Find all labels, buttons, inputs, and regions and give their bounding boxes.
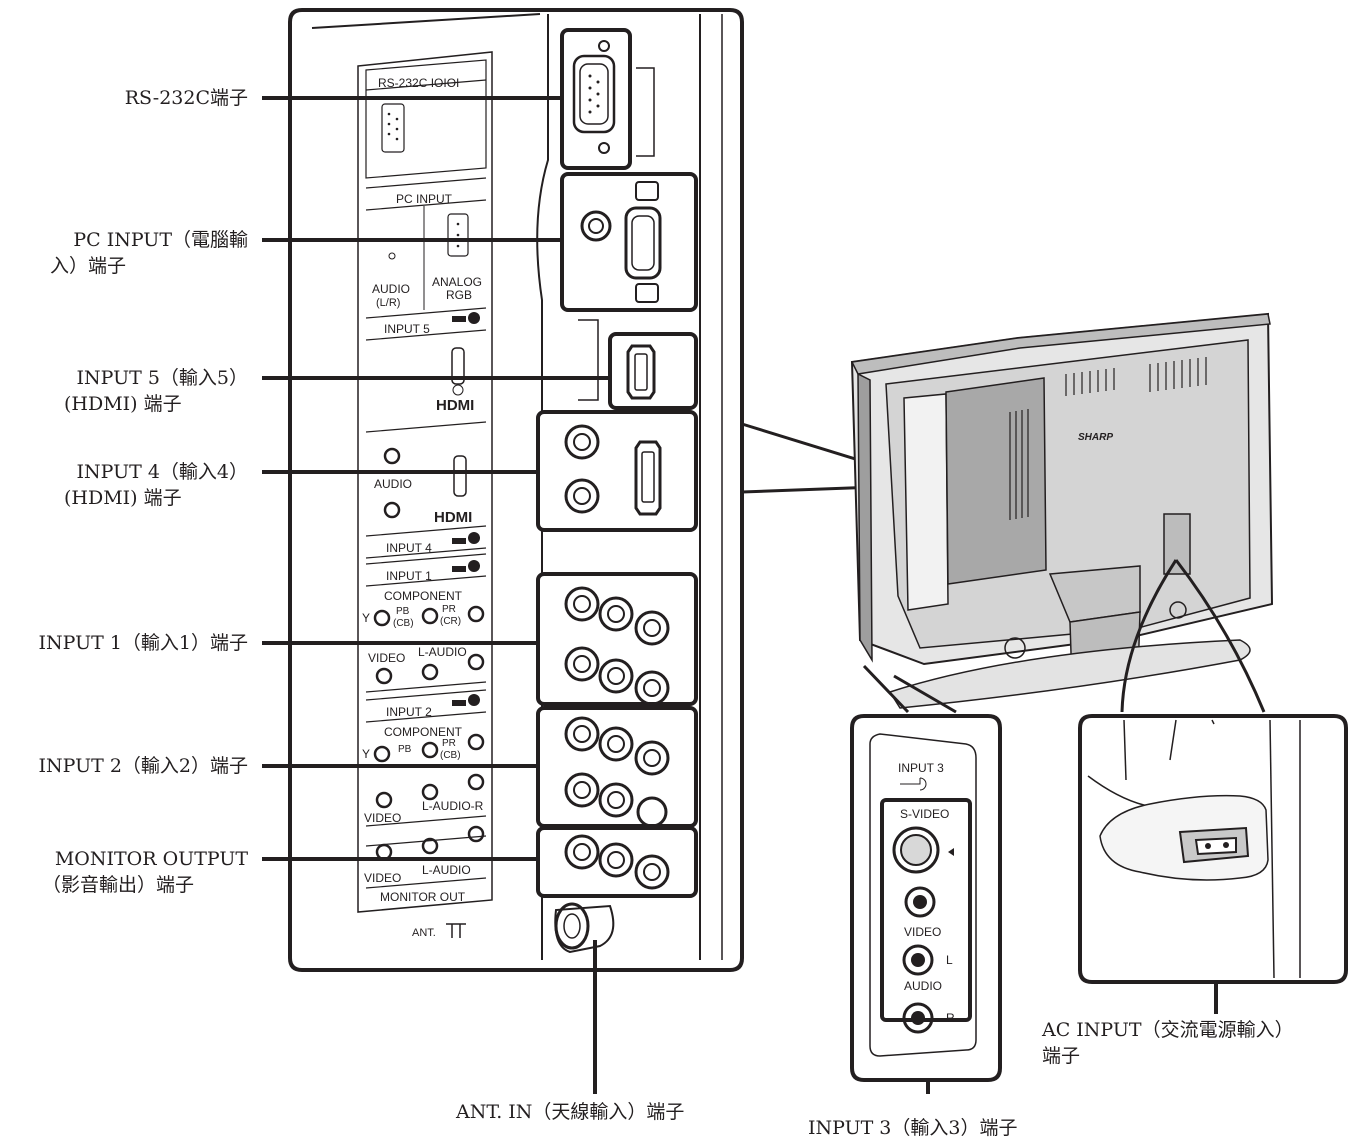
hdmi-logo-4: HDMI bbox=[434, 509, 472, 526]
rs232c-port bbox=[562, 30, 630, 168]
tv-rear-illustration: SHARP bbox=[742, 314, 1272, 708]
l-audio-1-label: L-AUDIO bbox=[418, 645, 467, 659]
monitor-out-panel-label: MONITOR OUT bbox=[380, 890, 466, 904]
component-2-label: COMPONENT bbox=[384, 725, 463, 739]
video-input3-label: VIDEO bbox=[904, 925, 941, 939]
monitor-output-callout-line1: MONITOR OUTPUT bbox=[55, 847, 248, 871]
video-2-label: VIDEO bbox=[364, 811, 401, 825]
rgb-panel-label: RGB bbox=[446, 288, 472, 302]
input3-panel-label: INPUT 3 bbox=[898, 761, 944, 775]
l-input3-label: L bbox=[946, 953, 953, 967]
ac-input-callout-line2: 端子 bbox=[1042, 1044, 1080, 1068]
r-input3-label: R bbox=[946, 1011, 955, 1025]
rear-terminal-panel-zoom: RS-232C IOIOI PC INPUT AUDIO (L/R) ANALO… bbox=[290, 10, 742, 970]
audio-lr-panel-label: (L/R) bbox=[376, 297, 400, 309]
input2-rca-jacks bbox=[538, 708, 696, 826]
analog-panel-label: ANALOG bbox=[432, 275, 482, 289]
y-label-1: Y bbox=[362, 611, 370, 625]
pc-input-port bbox=[562, 174, 696, 310]
ant-in-callout: ANT. IN（天線輸入）端子 bbox=[456, 1100, 684, 1124]
component-1-label: COMPONENT bbox=[384, 589, 463, 603]
ac-input-callout-line1: AC INPUT（交流電源輸入） bbox=[1042, 1018, 1294, 1042]
input5-panel-label: INPUT 5 bbox=[384, 322, 430, 336]
pc-input-callout-line1: PC INPUT（電腦輸 bbox=[73, 228, 248, 252]
input4-ports bbox=[538, 412, 696, 530]
l-audio-r-2-label: L-AUDIO-R bbox=[422, 799, 484, 813]
svideo-panel-label: S-VIDEO bbox=[900, 807, 949, 821]
rs232c-panel-label: RS-232C IOIOI bbox=[378, 76, 459, 90]
cb-label-1: (CB) bbox=[393, 618, 414, 629]
monitor-output-callout-line2: （影音輸出）端子 bbox=[42, 873, 194, 897]
video-1-label: VIDEO bbox=[368, 651, 405, 665]
cb-label-2: (CB) bbox=[440, 750, 461, 761]
pr-label-2: PR bbox=[442, 738, 456, 749]
audio-4-panel-label: AUDIO bbox=[374, 477, 412, 491]
input3-callout: INPUT 3（輸入3）端子 bbox=[808, 1116, 1017, 1140]
hdmi-logo-5: HDMI bbox=[436, 397, 474, 414]
audio-panel-label: AUDIO bbox=[372, 282, 410, 296]
input1-callout: INPUT 1（輸入1）端子 bbox=[39, 631, 248, 655]
input4-callout-line2: (HDMI) 端子 bbox=[64, 486, 182, 510]
input1-rca-jacks bbox=[538, 574, 696, 704]
sharp-logo: SHARP bbox=[1078, 432, 1113, 443]
input5-callout-line1: INPUT 5（輸入5） bbox=[77, 366, 248, 390]
hdmi-input5-port bbox=[610, 334, 696, 408]
pb-label-1: PB bbox=[396, 606, 410, 617]
input2-callout: INPUT 2（輸入2）端子 bbox=[39, 754, 248, 778]
input5-callout-line2: (HDMI) 端子 bbox=[64, 392, 182, 416]
video-3-label: VIDEO bbox=[364, 871, 401, 885]
cr-label-1: (CR) bbox=[440, 616, 461, 627]
pb-label-2: PB bbox=[398, 744, 412, 755]
y-label-2: Y bbox=[362, 747, 370, 761]
pr-label-1: PR bbox=[442, 604, 456, 615]
l-audio-3-label: L-AUDIO bbox=[422, 863, 471, 877]
pc-input-callout-line2: 入）端子 bbox=[50, 254, 126, 278]
ant-panel-label: ANT. bbox=[412, 927, 436, 939]
ac-input-zoom-panel bbox=[1080, 716, 1346, 982]
rs232c-callout: RS-232C端子 bbox=[125, 86, 248, 110]
monitor-output-rca-jacks bbox=[538, 828, 696, 896]
input3-zoom-panel: INPUT 3 S-VIDEO VIDEO L AUDIO R bbox=[852, 716, 1000, 1080]
pc-input-panel-label: PC INPUT bbox=[396, 192, 453, 206]
input4-callout-line1: INPUT 4（輸入4） bbox=[77, 460, 248, 484]
audio-input3-label: AUDIO bbox=[904, 979, 942, 993]
